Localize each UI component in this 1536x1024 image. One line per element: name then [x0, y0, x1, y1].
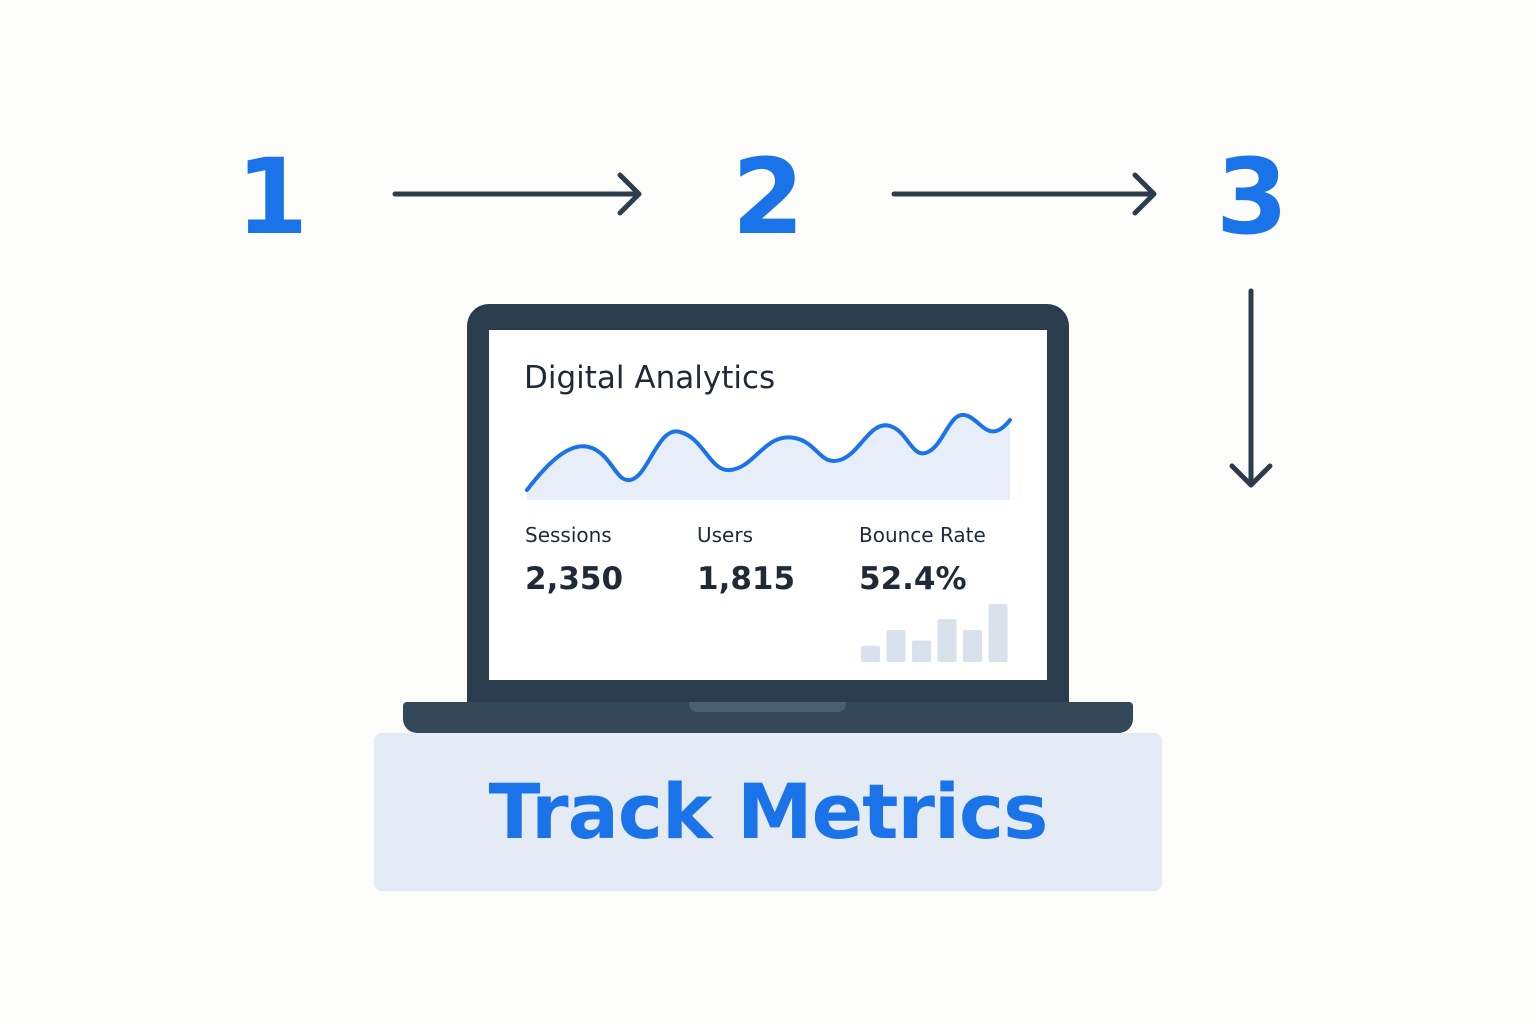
mini-bar [912, 640, 931, 662]
step-3-number: 3 [1215, 136, 1289, 258]
bounce-rate-value: 52.4% [859, 561, 967, 597]
arrow-right-icon [392, 172, 642, 216]
mini-bar [861, 645, 880, 662]
sessions-value: 2,350 [525, 561, 624, 597]
track-metrics-banner: Track Metrics [374, 733, 1162, 891]
laptop-notch [689, 702, 846, 712]
sessions-label: Sessions [525, 523, 612, 547]
bounce-rate-label: Bounce Rate [859, 523, 986, 547]
mini-bar [988, 604, 1008, 662]
arrow-down-icon [1229, 288, 1273, 488]
mini-bar [963, 630, 982, 662]
users-value: 1,815 [697, 561, 796, 597]
banner-title: Track Metrics [488, 767, 1049, 856]
trend-area [527, 414, 1010, 500]
mini-bar [937, 619, 957, 662]
users-label: Users [697, 523, 754, 547]
mini-bar-chart [861, 604, 1008, 662]
trend-line-chart [525, 412, 1012, 500]
arrow-right-icon [891, 172, 1157, 216]
step-1-number: 1 [235, 136, 309, 258]
mini-bar [886, 630, 906, 662]
dashboard-title: Digital Analytics [524, 360, 776, 396]
trend-line [525, 412, 1012, 492]
step-2-number: 2 [731, 136, 805, 258]
